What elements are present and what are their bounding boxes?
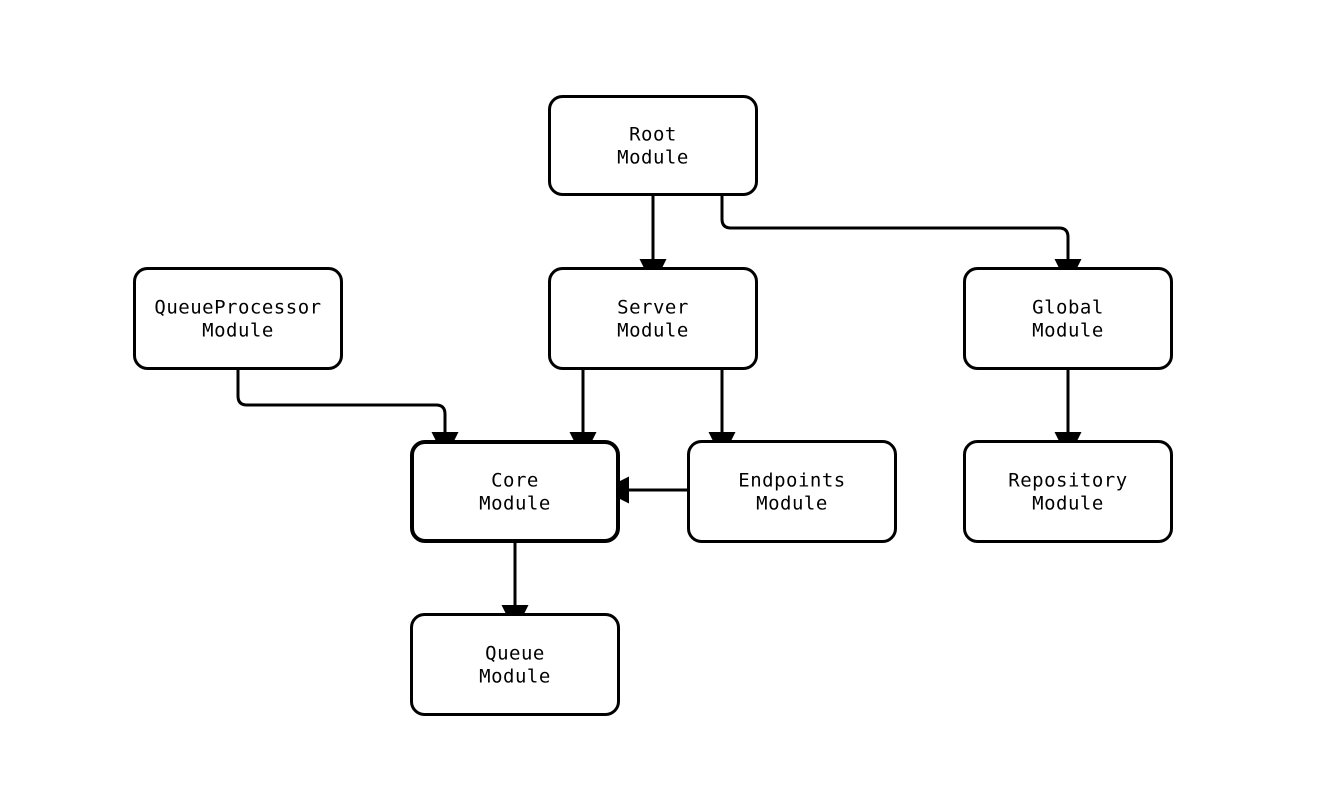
node-label-line1-queueprocessor: QueueProcessor bbox=[154, 296, 321, 318]
node-box-queueprocessor[interactable] bbox=[133, 267, 343, 370]
node-box-endpoints[interactable] bbox=[687, 440, 897, 543]
node-label-line1-core: Core bbox=[491, 469, 539, 491]
node-label-line1-endpoints: Endpoints bbox=[738, 469, 845, 491]
edge-root-global bbox=[720, 196, 1082, 286]
node-box-queue[interactable] bbox=[410, 613, 620, 716]
node-label-line2-queue: Module bbox=[479, 665, 551, 687]
node-box-core[interactable] bbox=[410, 440, 620, 543]
node-label-line2-core: Module bbox=[479, 492, 551, 514]
node-label-line2-global: Module bbox=[1032, 319, 1104, 341]
edge-layer bbox=[236, 196, 1082, 632]
node-label-line2-repository: Module bbox=[1032, 492, 1104, 514]
node-label-line2-queueprocessor: Module bbox=[202, 319, 274, 341]
node-box-global[interactable] bbox=[963, 267, 1173, 370]
node-label-line2-server: Module bbox=[617, 319, 689, 341]
node-label-line1-server: Server bbox=[617, 296, 689, 318]
edge-queueprocessor-core bbox=[236, 370, 459, 459]
node-label-line1-repository: Repository bbox=[1008, 469, 1127, 491]
node-label-line1-global: Global bbox=[1032, 296, 1104, 318]
node-box-repository[interactable] bbox=[963, 440, 1173, 543]
node-label-line2-endpoints: Module bbox=[756, 492, 828, 514]
node-label-line2-root: Module bbox=[617, 146, 689, 168]
node-label-line1-root: Root bbox=[629, 123, 677, 145]
node-box-root[interactable] bbox=[548, 95, 758, 196]
node-label-line1-queue: Queue bbox=[485, 642, 545, 664]
node-box-server[interactable] bbox=[548, 267, 758, 370]
